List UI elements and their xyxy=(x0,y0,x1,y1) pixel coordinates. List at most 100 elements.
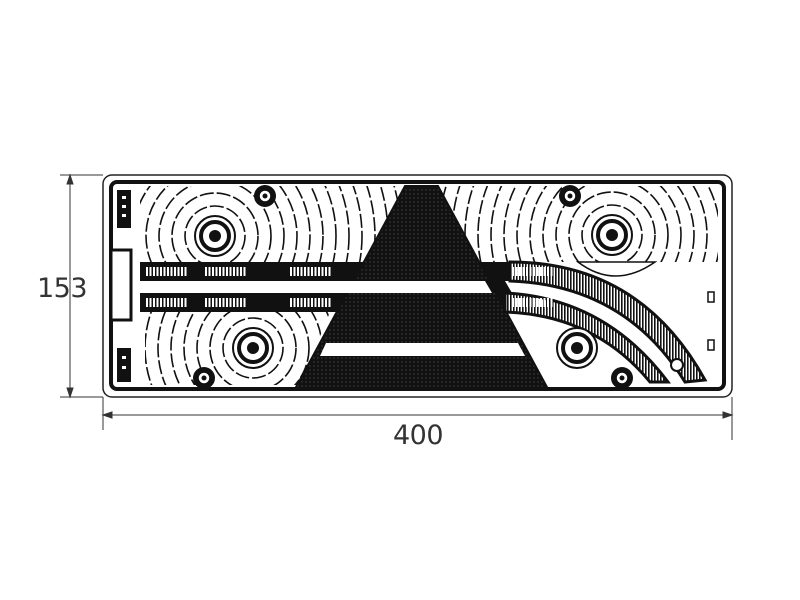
slot xyxy=(240,298,242,307)
slot xyxy=(184,298,187,307)
slot xyxy=(543,267,546,276)
reflector-ring xyxy=(158,186,272,262)
slot xyxy=(215,298,218,307)
bulb-socket-icon xyxy=(556,327,598,369)
slot xyxy=(290,298,292,307)
slot xyxy=(300,267,303,276)
slot xyxy=(160,267,162,276)
slot xyxy=(297,298,299,307)
slot xyxy=(160,298,162,307)
slot xyxy=(233,298,235,307)
slot xyxy=(229,267,232,276)
slot xyxy=(293,298,296,307)
slot xyxy=(236,298,239,307)
slot xyxy=(156,298,159,307)
slot xyxy=(205,267,207,276)
slot xyxy=(146,298,148,307)
reflector-ring xyxy=(555,186,669,262)
slot xyxy=(512,267,514,276)
left-connector-top xyxy=(117,190,131,228)
slot xyxy=(550,267,553,276)
slot xyxy=(149,267,152,276)
slot xyxy=(163,298,166,307)
slot xyxy=(318,298,320,307)
slot xyxy=(236,267,239,276)
slot xyxy=(167,267,169,276)
slot xyxy=(212,298,214,307)
reflector-ring xyxy=(324,186,337,262)
slot xyxy=(321,298,324,307)
slot xyxy=(536,267,539,276)
slot xyxy=(304,267,306,276)
slot xyxy=(304,298,306,307)
slot xyxy=(325,298,327,307)
left-connector-bottom xyxy=(117,348,131,382)
slot xyxy=(314,298,317,307)
slot xyxy=(240,267,242,276)
slot xyxy=(174,298,176,307)
reflector-ring xyxy=(196,312,310,385)
reflector-ring xyxy=(490,186,503,262)
slot xyxy=(311,267,313,276)
triangle-white-stripe xyxy=(320,343,525,356)
slot xyxy=(222,298,225,307)
slot xyxy=(526,298,528,307)
slot xyxy=(550,298,553,307)
slot xyxy=(529,298,532,307)
slot xyxy=(328,267,331,276)
slot xyxy=(146,267,148,276)
slot xyxy=(243,267,246,276)
reflector-ring xyxy=(542,186,682,262)
slot xyxy=(226,267,228,276)
reflector-ring xyxy=(170,312,330,385)
width-dimension xyxy=(101,397,734,440)
reflector-ring xyxy=(352,186,363,262)
slot xyxy=(533,298,535,307)
ring-group xyxy=(140,186,402,262)
slot xyxy=(519,298,521,307)
slot xyxy=(208,298,211,307)
slot xyxy=(167,298,169,307)
slot xyxy=(529,267,532,276)
reflector-ring xyxy=(140,186,298,262)
screw-icon xyxy=(193,367,215,389)
curved-lower-band xyxy=(503,291,672,384)
slot xyxy=(181,298,183,307)
slot xyxy=(243,298,246,307)
reflector-ring xyxy=(145,186,285,262)
slot xyxy=(181,267,183,276)
slot xyxy=(222,267,225,276)
slot xyxy=(156,267,159,276)
slot xyxy=(512,298,514,307)
bulb-socket-icon xyxy=(194,215,236,257)
slot xyxy=(547,267,549,276)
slot xyxy=(163,267,166,276)
slot xyxy=(300,298,303,307)
slot xyxy=(153,298,155,307)
slot xyxy=(314,267,317,276)
reflector-ring xyxy=(209,312,297,385)
bulb-socket-icon xyxy=(591,214,633,256)
lens-cap-right xyxy=(575,261,658,277)
slot xyxy=(219,267,221,276)
height-dimension-label: 153 xyxy=(37,273,88,304)
reflector-ring xyxy=(581,204,643,262)
width-dimension-label: 400 xyxy=(393,420,444,451)
slot xyxy=(540,267,542,276)
reflex-dot xyxy=(670,358,684,372)
slot xyxy=(170,298,173,307)
slot xyxy=(184,267,187,276)
reflector-ring xyxy=(294,186,311,262)
slot xyxy=(149,298,152,307)
reflector-ring xyxy=(309,186,324,262)
slot xyxy=(290,267,292,276)
slot xyxy=(526,267,528,276)
slot xyxy=(174,267,176,276)
reflector-ring xyxy=(568,191,656,262)
slot xyxy=(212,267,214,276)
reflector-ring xyxy=(529,186,695,262)
slot xyxy=(293,267,296,276)
reflector-ring xyxy=(171,192,259,262)
reflector-ring xyxy=(477,186,489,262)
slot xyxy=(328,298,331,307)
